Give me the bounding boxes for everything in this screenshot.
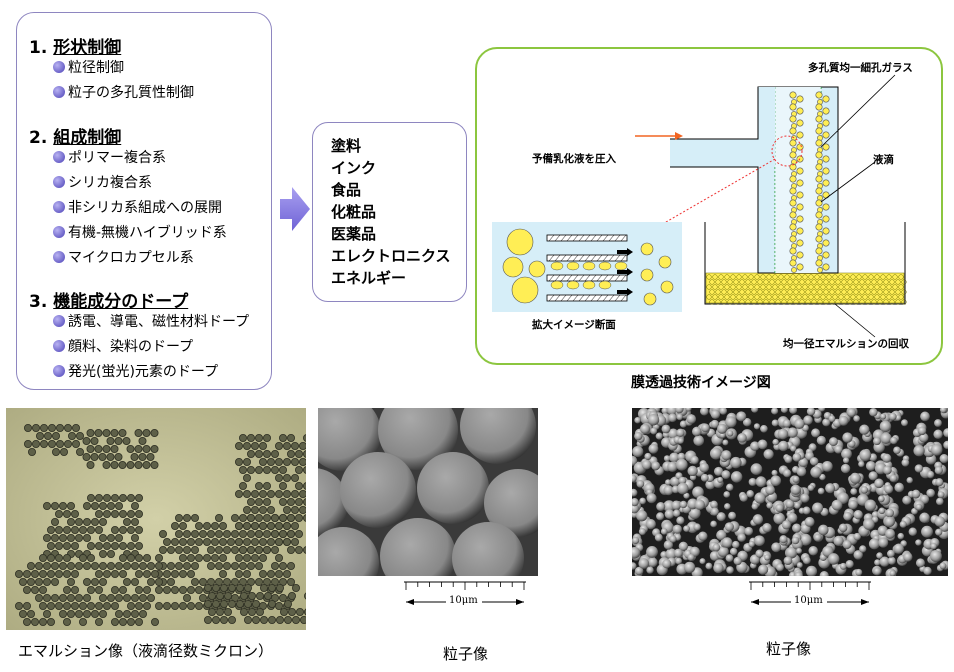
membrane-diagram-panel xyxy=(475,47,943,365)
scale-label-2: 10μm xyxy=(449,595,478,606)
label-porous-glass: 多孔質均一細孔ガラス xyxy=(808,62,913,74)
inlet-pipe-top xyxy=(670,87,759,140)
list-item: ポリマー複合系 xyxy=(53,147,166,167)
list-item: 粒径制御 xyxy=(53,57,124,77)
inlet-pipe-fill xyxy=(670,87,775,167)
bullet-icon xyxy=(53,226,65,238)
collect-leader xyxy=(834,303,876,338)
caption-particle-1: 粒子像 xyxy=(443,645,489,663)
scale-label-3: 10μm xyxy=(794,595,823,606)
sem-large-particles-svg xyxy=(318,408,538,576)
caption-particle-2: 粒子像 xyxy=(766,640,812,658)
bullet-icon xyxy=(53,315,65,327)
right-arrow-icon xyxy=(280,187,310,231)
zoom-inset-content xyxy=(502,228,674,306)
application-item: エネルギー xyxy=(331,269,407,287)
label-collect: 均一径エマルションの回収 xyxy=(783,338,909,350)
application-item: 化粧品 xyxy=(331,203,377,221)
scale-bar-3 xyxy=(749,581,871,608)
inlet-pipe-bottom xyxy=(670,166,759,273)
list-item: 非シリカ系組成への展開 xyxy=(53,197,222,217)
emulsion-micrograph xyxy=(6,408,306,630)
emulsion-micrograph-svg xyxy=(6,408,306,630)
glass-leader xyxy=(820,74,896,148)
section-functional-dope: 3. 機能成分のドープ xyxy=(29,292,189,312)
applications-panel: 塗料 インク 食品 化粧品 医薬品 エレクトロニクス エネルギー xyxy=(312,122,467,302)
section-composition-control: 2. 組成制御 xyxy=(29,128,122,148)
control-features-panel: 1. 形状制御 粒径制御 粒子の多孔質性制御 2. 組成制御 ポリマー複合系 シ… xyxy=(16,12,272,390)
bullet-icon xyxy=(53,176,65,188)
inject-arrow-head xyxy=(675,132,683,140)
application-item: 塗料 xyxy=(331,137,362,155)
list-item: シリカ複合系 xyxy=(53,172,152,192)
bullet-icon xyxy=(53,340,65,352)
list-item: 誘電、導電、磁性材料ドープ xyxy=(53,311,249,331)
list-item: 発光(蛍光)元素のドープ xyxy=(53,361,218,381)
application-item: 食品 xyxy=(331,181,362,199)
list-item: マイクロカプセル系 xyxy=(53,247,194,267)
caption-emulsion: エマルション像（液滴径数ミクロン） xyxy=(18,642,274,660)
bullet-icon xyxy=(53,251,65,263)
list-item: 顔料、染料のドープ xyxy=(53,336,193,356)
scale-bar-2 xyxy=(404,581,526,608)
bullet-icon xyxy=(53,201,65,213)
collected-emulsion-layer xyxy=(705,272,905,304)
section-title: 組成制御 xyxy=(53,128,122,148)
zoom-line xyxy=(646,158,776,234)
section-shape-control: 1. 形状制御 xyxy=(29,38,122,58)
label-zoom-section: 拡大イメージ断面 xyxy=(532,319,616,331)
bullet-icon xyxy=(53,365,65,377)
tube-droplets xyxy=(789,91,830,273)
droplet-leader xyxy=(820,161,876,203)
sem-large-particles xyxy=(318,408,538,576)
collection-vessel xyxy=(704,222,906,305)
bullet-icon xyxy=(53,61,65,73)
sem-small-particles xyxy=(632,408,948,576)
application-item: エレクトロニクス xyxy=(331,247,451,265)
label-inject: 予備乳化液を圧入 xyxy=(532,153,616,165)
application-item: インク xyxy=(331,159,377,177)
list-item: 粒子の多孔質性制御 xyxy=(53,82,194,102)
emulsion-dots xyxy=(706,274,907,305)
zoom-circle xyxy=(771,135,803,167)
membrane-diagram-svg xyxy=(492,74,907,338)
bullet-icon xyxy=(53,151,65,163)
label-droplet: 液滴 xyxy=(873,154,894,166)
section-title: 機能成分のドープ xyxy=(53,292,189,312)
sem-small-particles-svg xyxy=(632,408,948,576)
diagram-caption: 膜透過技術イメージ図 xyxy=(631,375,771,391)
bullet-icon xyxy=(53,86,65,98)
section-title: 形状制御 xyxy=(53,38,122,58)
application-item: 医薬品 xyxy=(331,225,377,243)
list-item: 有機-無機ハイブリッド系 xyxy=(53,222,227,242)
